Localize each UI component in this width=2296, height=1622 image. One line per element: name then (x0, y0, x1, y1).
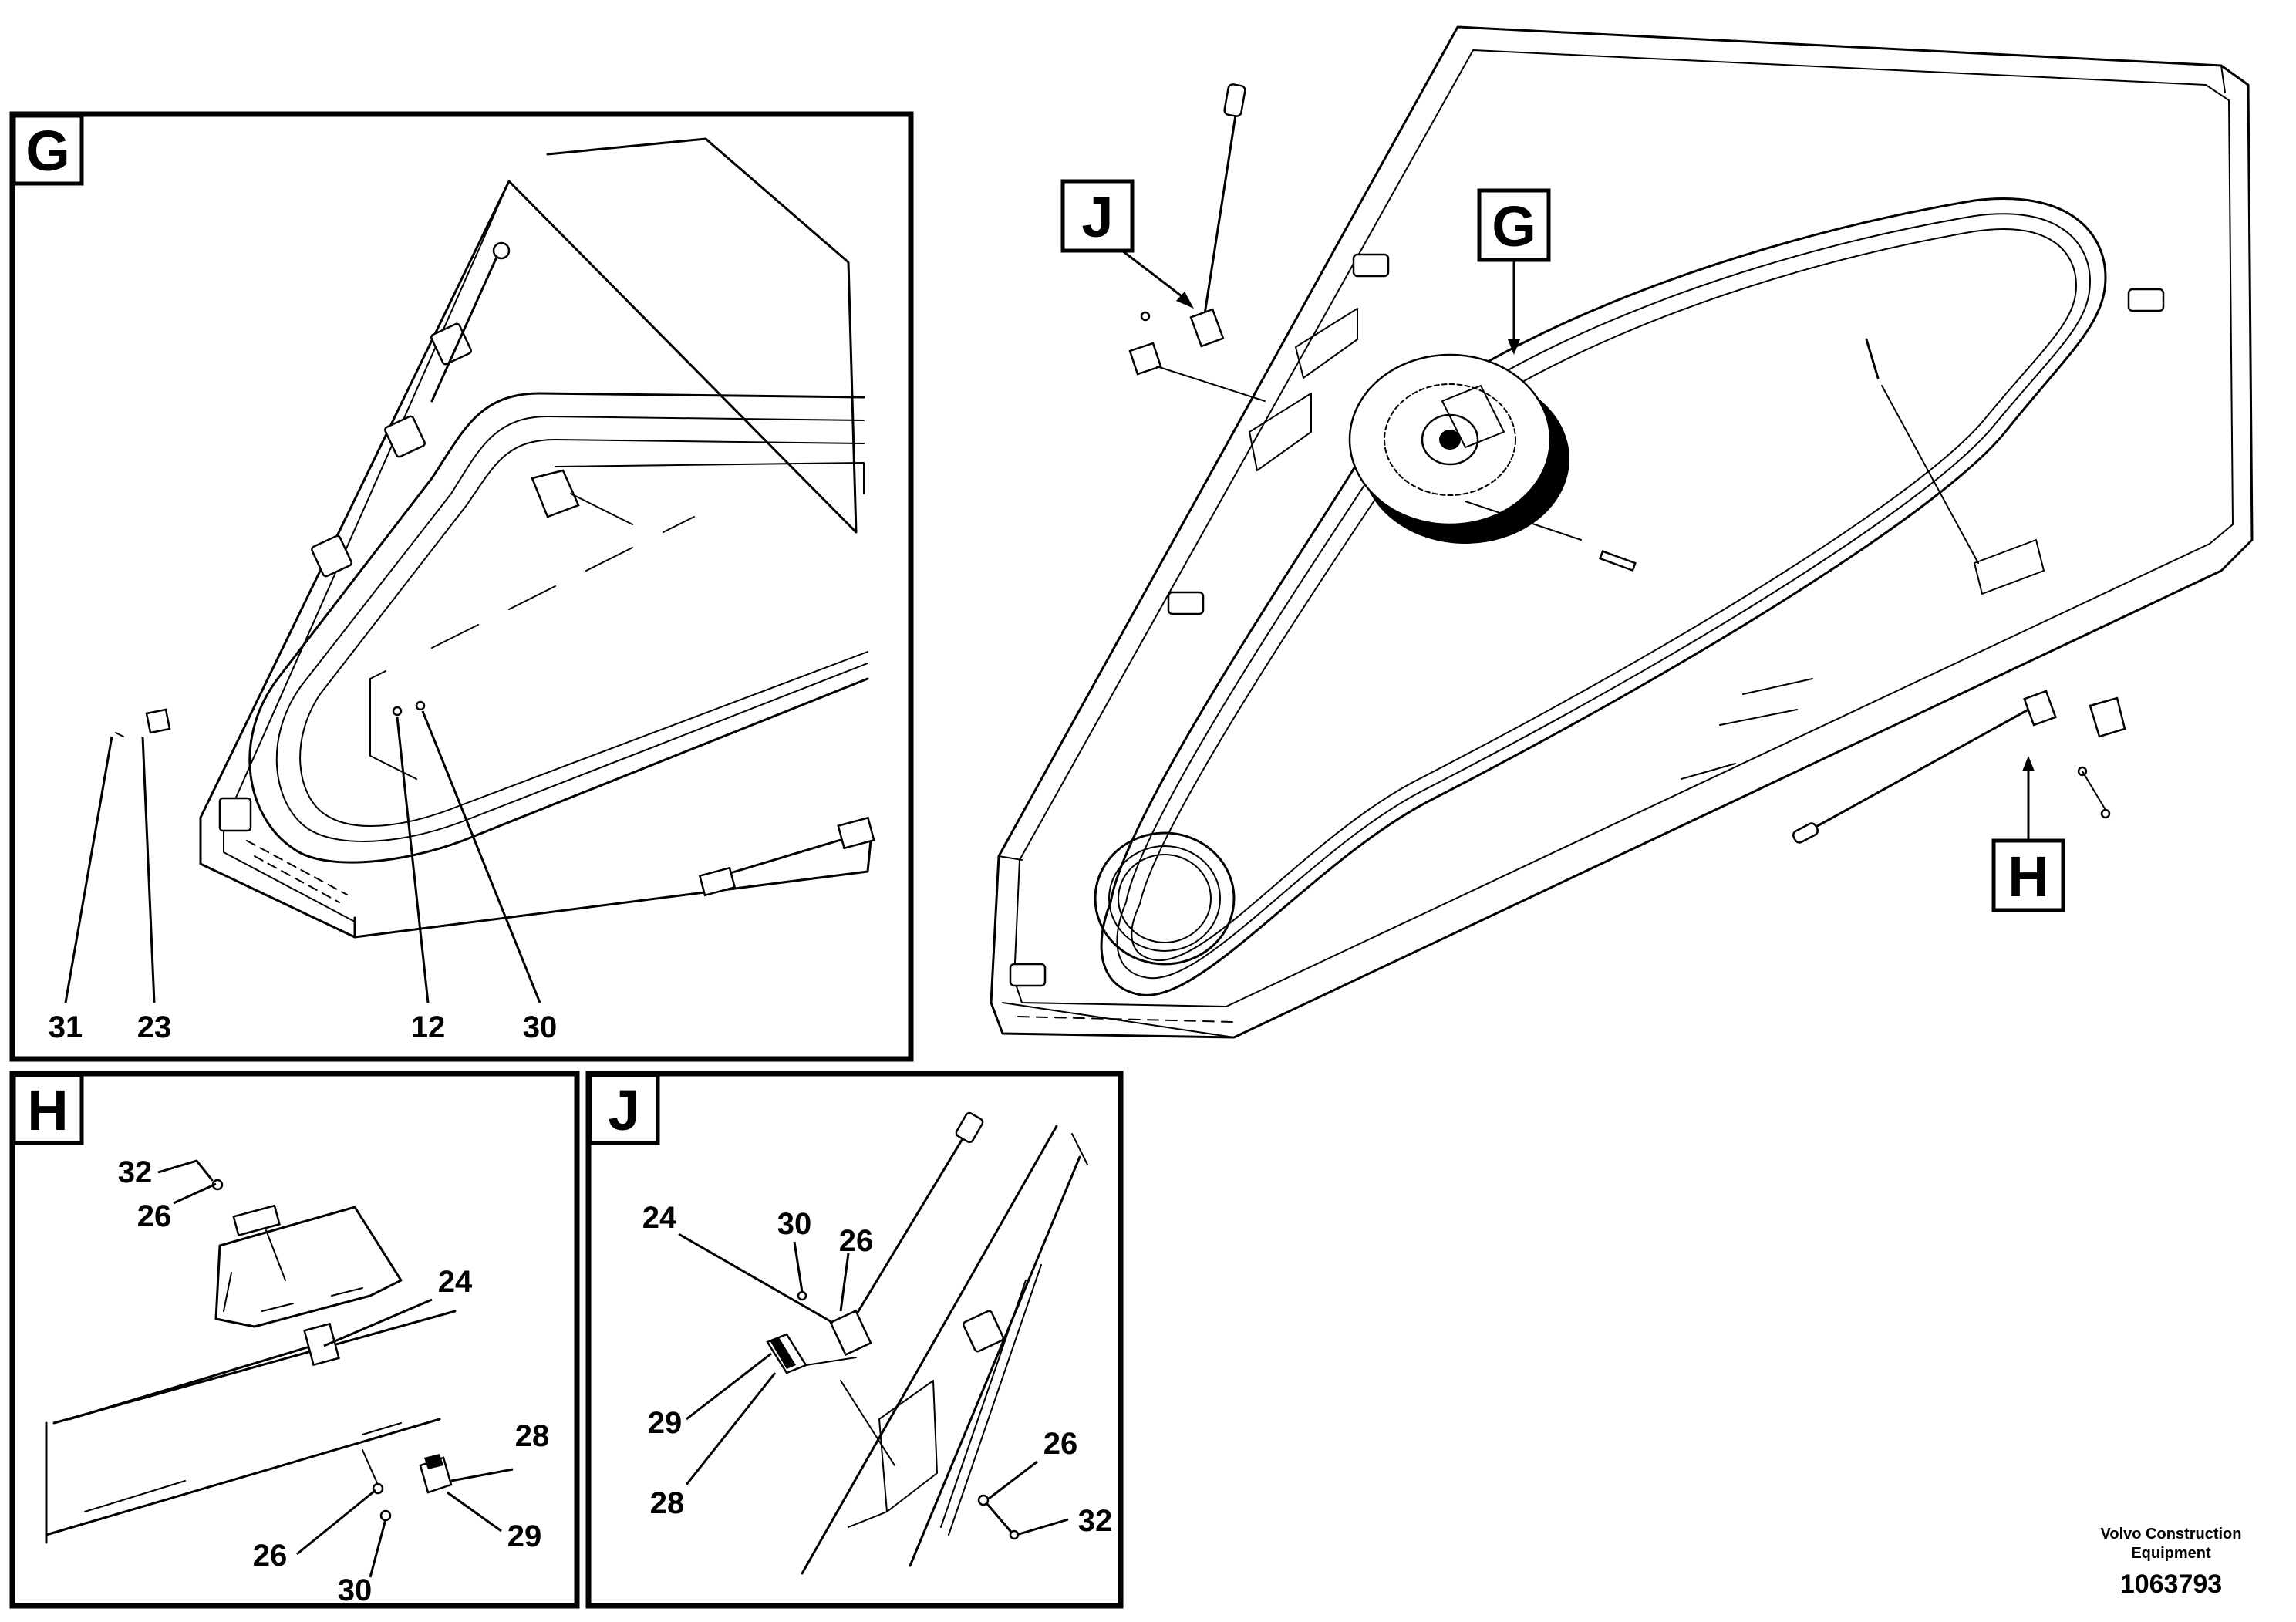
overview-assembly: J G H (990, 25, 2254, 1039)
label-30: 30 (523, 1010, 558, 1044)
label-h-26b: 26 (253, 1539, 288, 1573)
label-h-24: 24 (438, 1265, 473, 1299)
detail-g: G (9, 111, 914, 1062)
label-23: 23 (137, 1010, 172, 1044)
label-h-29: 29 (507, 1519, 542, 1553)
detail-g-tag-box (12, 113, 84, 186)
detail-j: J 24 30 26 29 28 (585, 1071, 1124, 1609)
footer: Volvo Construction Equipment 1063793 (2101, 1526, 2242, 1599)
frame-clip (1352, 253, 1390, 278)
detail-j-tag: J (608, 1078, 639, 1142)
label-j-28: 28 (650, 1486, 685, 1520)
detail-h-frame (9, 1071, 580, 1609)
detail-j-frame (585, 1071, 1124, 1609)
callout-j-box (1060, 179, 1135, 253)
edge-clip (311, 534, 352, 578)
frame-clip (1009, 963, 1047, 987)
edge-clip (218, 797, 252, 832)
label-12: 12 (411, 1010, 446, 1044)
label-h-32: 32 (118, 1155, 153, 1189)
detail-g-frame (9, 111, 914, 1062)
detail-g-tag: G (25, 119, 70, 183)
frame-clip (1167, 591, 1205, 615)
label-h-30: 30 (338, 1573, 373, 1607)
detail-h: H 32 26 24 28 29 26 3 (9, 1071, 580, 1609)
label-j-26: 26 (839, 1224, 874, 1258)
label-j-29: 29 (648, 1406, 683, 1440)
sensor-rod-j (1202, 99, 1239, 325)
callout-h-box (1991, 838, 2065, 912)
callout-h-label: H (2008, 845, 2048, 909)
belt-detail (248, 392, 869, 864)
label-j-24: 24 (642, 1201, 677, 1235)
brand-line-1: Volvo Construction (2101, 1526, 2242, 1543)
label-h-26: 26 (137, 1199, 172, 1233)
belt (1100, 197, 2107, 996)
brand-line-2: Equipment (2131, 1545, 2211, 1562)
idler-pulley (1094, 831, 1236, 966)
j-edge-clip (963, 1310, 1004, 1353)
frame-clip (2127, 288, 2165, 312)
edge-clip (384, 415, 426, 458)
detail-h-tag: H (27, 1078, 68, 1142)
document-number: 1063793 (2120, 1570, 2222, 1599)
label-j-32: 32 (1078, 1504, 1113, 1538)
detail-h-tag-box (12, 1073, 84, 1145)
label-j-26b: 26 (1043, 1427, 1078, 1461)
label-h-28: 28 (515, 1419, 550, 1453)
housing-corner (199, 137, 873, 939)
callout-g-label: G (1492, 194, 1536, 258)
sensor-rod-h (1803, 708, 2030, 835)
detail-j-tag-box (588, 1073, 660, 1145)
label-31: 31 (49, 1010, 83, 1044)
housing-frame (990, 25, 2254, 1039)
label-j-30: 30 (777, 1207, 812, 1241)
callout-j-label: J (1081, 185, 1113, 249)
